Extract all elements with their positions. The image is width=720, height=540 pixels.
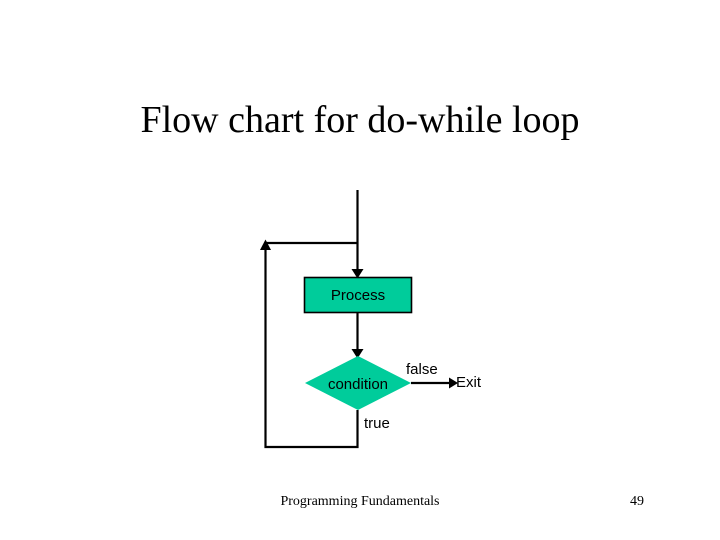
footer-course-name: Programming Fundamentals xyxy=(280,494,440,509)
edge-label-true: true xyxy=(364,415,390,432)
exit-terminal-label: Exit xyxy=(456,374,482,391)
edge-label-false: false xyxy=(406,361,438,378)
connector-process-to-condition xyxy=(351,313,364,359)
connector-loop-back xyxy=(260,239,359,449)
connector-condition-to-exit xyxy=(411,377,458,389)
process-node xyxy=(303,276,413,314)
connector-entry-line xyxy=(351,190,364,279)
condition-node xyxy=(305,356,411,410)
page-title: Flow chart for do-while loop xyxy=(140,99,580,141)
footer-page-number: 49 xyxy=(630,494,644,509)
process-node-label: Process xyxy=(330,287,386,304)
condition-node-label: condition xyxy=(327,376,389,393)
